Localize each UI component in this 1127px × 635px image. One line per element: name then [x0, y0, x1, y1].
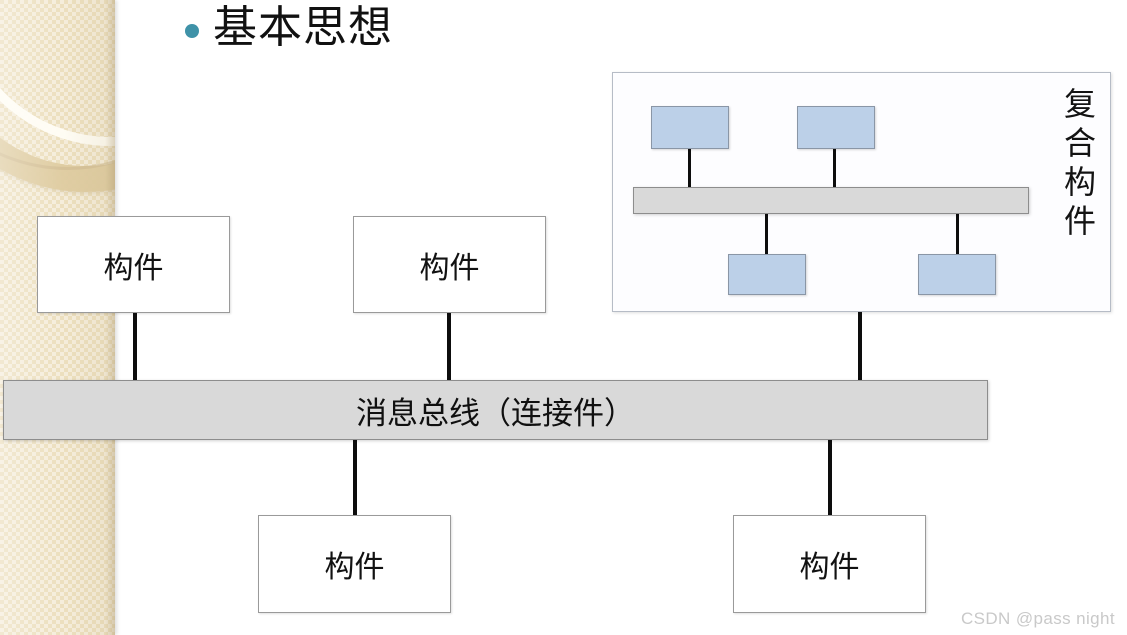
composite-component-container[interactable]: 复合构件 [612, 72, 1111, 312]
component-box-top-middle[interactable]: 构件 [353, 216, 546, 313]
component-box-label: 构件 [103, 251, 164, 285]
connector-line-composite [858, 312, 862, 381]
sub-component-bottom-left[interactable] [728, 254, 806, 295]
sub-connector-bottom-left [765, 214, 768, 255]
component-box-bottom-right[interactable]: 构件 [733, 515, 926, 613]
composite-component-label: 复合构件 [1060, 87, 1096, 243]
sidebar-sheen [0, 0, 115, 635]
connector-line-top-left [133, 313, 137, 381]
page-title: 基本思想 [213, 3, 393, 52]
component-box-bottom-left[interactable]: 构件 [258, 515, 451, 613]
sub-component-bottom-right[interactable] [918, 254, 996, 295]
sidebar-arc-faint-icon [0, 0, 115, 170]
sub-connector-bottom-right [956, 214, 959, 255]
component-box-label: 构件 [419, 251, 480, 285]
connector-line-top-middle [447, 313, 451, 381]
csdn-watermark: CSDN @pass night [960, 609, 1115, 628]
composite-inner-bus[interactable] [633, 187, 1029, 214]
bullet-point-icon [185, 24, 199, 38]
message-bus-connector[interactable]: 消息总线（连接件） [3, 380, 988, 440]
sidebar-edge-shadow [105, 0, 115, 635]
sub-connector-top-right [833, 149, 836, 189]
decorative-sidebar [0, 0, 115, 635]
sub-component-top-right[interactable] [797, 106, 875, 149]
sub-connector-top-left [688, 149, 691, 189]
sub-component-top-left[interactable] [651, 106, 729, 149]
message-bus-label: 消息总线（连接件） [356, 395, 635, 431]
component-box-label: 构件 [324, 551, 385, 584]
component-box-top-left[interactable]: 构件 [37, 216, 230, 313]
slide-title-row: 基本思想 [185, 6, 393, 50]
component-box-label: 构件 [799, 551, 860, 584]
connector-line-bottom-left [353, 440, 357, 516]
connector-line-bottom-right [828, 440, 832, 516]
